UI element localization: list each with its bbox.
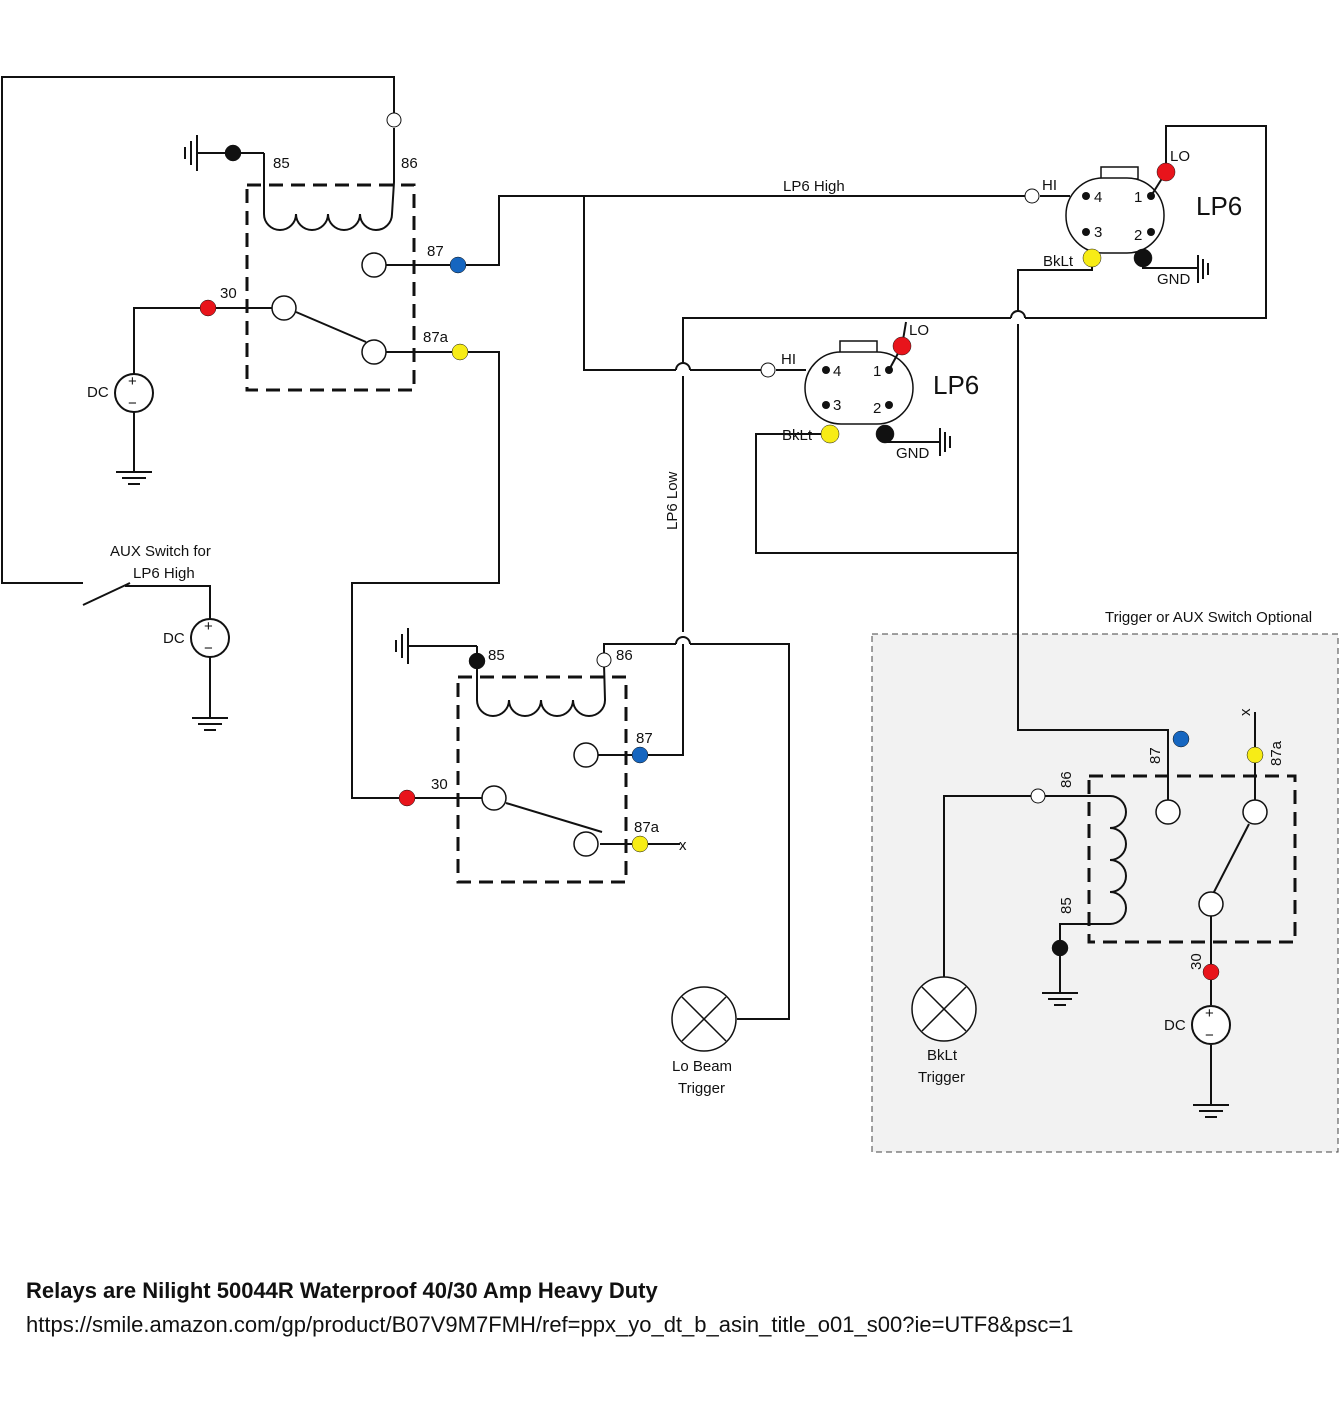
connector-black-2 [468, 652, 486, 670]
dc-source-top: + − DC [87, 373, 154, 413]
connector-yellow-2 [631, 835, 649, 853]
relay-lo-87a: 87a [634, 819, 660, 836]
lo-beam-label-1: Lo Beam [672, 1058, 732, 1075]
aux-switch-label-2: LP6 High [133, 565, 195, 582]
relay-bklt-87: 87 [1147, 747, 1164, 764]
lp6-lower-pin2: 2 [873, 400, 881, 417]
lp6-lower-lo: LO [909, 322, 929, 339]
lo-beam-trigger-lamp: Lo Beam Trigger [671, 986, 737, 1097]
connector-black-5 [1051, 939, 1069, 957]
lp6-upper: 4 1 3 2 LP6 HI LO BkLt GND [1042, 148, 1242, 288]
bklt-trigger-lamp: BkLt Trigger [911, 976, 977, 1086]
dc-bklt-minus: − [1205, 1027, 1214, 1044]
lp6-upper-pin3: 3 [1094, 224, 1102, 241]
dc-bklt-label: DC [1164, 1017, 1186, 1034]
relay-top-85: 85 [273, 155, 290, 172]
connector-black-4 [1133, 248, 1153, 268]
relay-top-87: 87 [427, 243, 444, 260]
connector-dots [199, 144, 1264, 981]
connector-blue-3 [1172, 730, 1190, 748]
connector-red-5 [1202, 963, 1220, 981]
lp6-upper-pin1: 1 [1134, 189, 1142, 206]
dc-source-aux: + − DC [163, 618, 230, 658]
relay-lo-87: 87 [636, 730, 653, 747]
lp6-upper-bklt: BkLt [1043, 253, 1074, 270]
open-terminals [386, 112, 1046, 804]
lp6-upper-pin2: 2 [1134, 227, 1142, 244]
relay-lo-30: 30 [431, 776, 448, 793]
relay-top-87a: 87a [423, 329, 449, 346]
dc-source-bklt: + − DC [1164, 1005, 1231, 1045]
connector-yellow-4 [1082, 248, 1102, 268]
relay-bklt-87a: 87a [1268, 740, 1285, 766]
relay-top: 85 86 87 30 87a [220, 155, 449, 392]
dc-bklt-plus: + [1205, 1005, 1214, 1022]
lp6-lower-gnd: GND [896, 445, 930, 462]
relay-lo-85: 85 [488, 647, 505, 664]
lp6-upper-lo: LO [1170, 148, 1190, 165]
lp6-upper-title: LP6 [1196, 191, 1242, 221]
connector-red-4 [1156, 162, 1176, 182]
connector-black-1 [224, 144, 242, 162]
relay-bklt-30: 30 [1188, 953, 1205, 970]
connector-red-1 [199, 299, 217, 317]
lp6-lower-pin1: 1 [873, 363, 881, 380]
lp6-lower-title: LP6 [933, 370, 979, 400]
relay-top-30: 30 [220, 285, 237, 302]
connector-yellow-3 [820, 424, 840, 444]
lp6-lower-bklt: BkLt [782, 427, 813, 444]
lp6-lower-pin4: 4 [833, 363, 841, 380]
connector-yellow-5 [1246, 746, 1264, 764]
lp6-upper-gnd: GND [1157, 271, 1191, 288]
lp6-lower-pin3: 3 [833, 397, 841, 414]
lp6-high-wire-label: LP6 High [783, 178, 845, 195]
relay-top-86: 86 [401, 155, 418, 172]
relay-bklt: 86 85 87 87a 30 x [1058, 708, 1297, 970]
relay-bklt-86: 86 [1058, 771, 1075, 788]
dc-aux-minus: − [204, 640, 213, 657]
dc-aux-label: DC [163, 630, 185, 647]
relay-lo-beam: 85 86 87 30 87a x [431, 647, 687, 884]
relay-lo-86: 86 [616, 647, 633, 664]
aux-switch-label-1: AUX Switch for [110, 543, 211, 560]
connector-red-3 [892, 336, 912, 356]
ground-symbols [116, 135, 1229, 1118]
connector-black-3 [875, 424, 895, 444]
caption-url[interactable]: https://smile.amazon.com/gp/product/B07V… [26, 1312, 1074, 1337]
relay-bklt-85: 85 [1058, 897, 1075, 914]
optional-trigger-region [871, 633, 1339, 1153]
dc-top-minus: − [128, 395, 137, 412]
connector-red-2 [398, 789, 416, 807]
lo-beam-label-2: Trigger [678, 1080, 725, 1097]
connector-blue-2 [631, 746, 649, 764]
relay-bklt-87a-open: x [1237, 708, 1254, 716]
connector-yellow-1 [451, 343, 469, 361]
dc-aux-plus: + [204, 618, 213, 635]
lp6-low-wire-label: LP6 Low [664, 471, 681, 530]
relay-lo-87a-open: x [679, 837, 687, 854]
bklt-trigger-label-2: Trigger [918, 1069, 965, 1086]
caption-title: Relays are Nilight 50044R Waterproof 40/… [26, 1278, 658, 1303]
connector-blue-1 [449, 256, 467, 274]
optional-region-label: Trigger or AUX Switch Optional [1105, 609, 1312, 626]
lp6-upper-pin4: 4 [1094, 189, 1102, 206]
dc-top-label: DC [87, 384, 109, 401]
wires [1, 76, 1267, 1105]
dc-top-plus: + [128, 373, 137, 390]
lp6-upper-hi: HI [1042, 177, 1057, 194]
lp6-lower-hi: HI [781, 351, 796, 368]
bklt-trigger-label-1: BkLt [927, 1047, 958, 1064]
